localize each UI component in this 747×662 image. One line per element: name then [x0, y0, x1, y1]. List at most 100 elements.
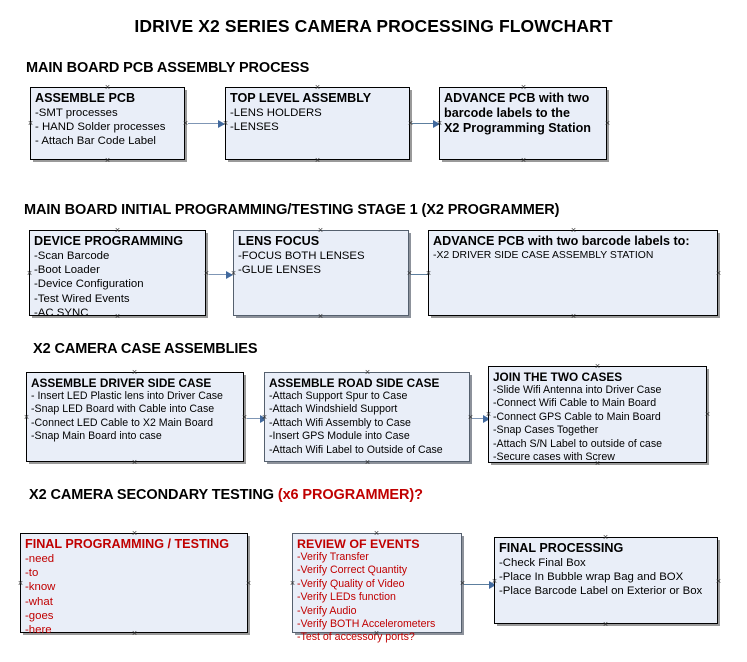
node-line: -here [25, 624, 52, 637]
node-final-programming-testing[interactable]: FINAL PROGRAMMING / TESTING -need -to -k… [20, 533, 248, 636]
resize-handle-left[interactable] [261, 414, 268, 421]
resize-handle-bottom[interactable] [364, 459, 371, 466]
resize-handle-bottom[interactable] [131, 459, 138, 466]
resize-handle-left[interactable] [436, 120, 443, 127]
resize-handle-left[interactable] [485, 411, 492, 418]
resize-handle-top[interactable] [104, 84, 111, 91]
resize-handle-right[interactable] [467, 414, 474, 421]
resize-handle-right[interactable] [406, 270, 413, 277]
resize-handle-top[interactable] [114, 227, 121, 234]
resize-handle-right[interactable] [604, 120, 611, 127]
resize-handle-bottom[interactable] [570, 313, 577, 320]
node-line: -Verify Audio [297, 604, 357, 617]
node-line: -Verify Correct Quantity [297, 564, 408, 577]
node-line: -what [25, 595, 53, 608]
node-line: -Connect LED Cable to X2 Main Board [31, 416, 213, 429]
resize-handle-left[interactable] [17, 580, 24, 587]
resize-handle-bottom[interactable] [520, 157, 527, 164]
resize-handle-top[interactable] [317, 227, 324, 234]
resize-handle-left[interactable] [26, 270, 33, 277]
node-final-processing[interactable]: FINAL PROCESSING -Check Final Box -Place… [494, 537, 718, 624]
node-line: -Boot Loader [34, 264, 100, 277]
resize-handle-bottom[interactable] [131, 630, 138, 637]
node-line: - Insert LED Plastic lens into Driver Ca… [31, 390, 223, 402]
resize-handle-top[interactable] [373, 530, 380, 537]
node-title: FINAL PROGRAMMING / TESTING [25, 537, 230, 551]
resize-handle-right[interactable] [241, 414, 248, 421]
node-line: -Snap Cases Together [493, 424, 599, 437]
node-line: -Attach Windshield Support [269, 403, 398, 416]
resize-handle-bottom[interactable] [602, 621, 609, 628]
node-title: LENS FOCUS [238, 234, 320, 248]
connector-assemble-pcb-to-top-level-assembly [188, 118, 225, 129]
page-title: IDRIVE X2 SERIES CAMERA PROCESSING FLOWC… [134, 16, 613, 36]
section-heading-text: X2 CAMERA CASE ASSEMBLIES [33, 341, 258, 357]
node-line: -LENS HOLDERS [230, 107, 322, 119]
resize-handle-left[interactable] [425, 270, 432, 277]
node-line: - HAND Solder processes [35, 121, 166, 134]
node-line: -to [25, 567, 39, 580]
node-line-overflow: -Test of accessory ports? [297, 631, 415, 644]
node-assemble-pcb[interactable]: ASSEMBLE PCB -SMT processes - HAND Solde… [30, 87, 185, 160]
node-join-the-two-cases[interactable]: JOIN THE TWO CASES -Slide Wifi Antenna i… [488, 366, 707, 463]
node-lens-focus[interactable]: LENS FOCUS -FOCUS BOTH LENSES -GLUE LENS… [233, 230, 409, 316]
resize-handle-right[interactable] [203, 270, 210, 277]
resize-handle-bottom[interactable] [114, 313, 121, 320]
resize-handle-right[interactable] [715, 270, 722, 277]
resize-handle-bottom[interactable] [104, 157, 111, 164]
node-line: -Verify Transfer [297, 551, 369, 563]
node-assemble-road-side-case[interactable]: ASSEMBLE ROAD SIDE CASE -Attach Support … [264, 372, 470, 462]
resize-handle-top[interactable] [131, 530, 138, 537]
resize-handle-right[interactable] [407, 120, 414, 127]
resize-handle-bottom[interactable] [373, 630, 380, 637]
node-line: -Connect Wifi Cable to Main Board [493, 397, 657, 410]
resize-handle-top[interactable] [570, 227, 577, 234]
node-line: -know [25, 581, 56, 594]
resize-handle-right[interactable] [245, 580, 252, 587]
resize-handle-left[interactable] [23, 414, 30, 421]
resize-handle-top[interactable] [314, 84, 321, 91]
section-heading-accent: (x6 PROGRAMMER)? [277, 487, 423, 503]
section-heading-x2-camera-case-assemblies: X2 CAMERA CASE ASSEMBLIES [33, 341, 258, 357]
resize-handle-left[interactable] [230, 270, 237, 277]
node-line: -Insert GPS Module into Case [269, 430, 410, 443]
node-line: -Verify LEDs function [297, 591, 396, 604]
node-title: FINAL PROCESSING [499, 541, 624, 555]
node-line: -Attach Wifi Assembly to Case [269, 416, 411, 429]
node-line: -GLUE LENSES [238, 264, 321, 277]
resize-handle-right[interactable] [715, 578, 722, 585]
node-title: ADVANCE PCB with two barcode labels to: [433, 234, 690, 248]
node-line: -Secure cases with Screw [493, 451, 615, 464]
node-line: -AC SYNC [34, 306, 89, 319]
node-line: -Attach S/N Label to outside of case [493, 437, 663, 450]
node-line: -Scan Barcode [34, 250, 110, 262]
resize-handle-bottom[interactable] [594, 460, 601, 467]
node-line: -goes [25, 609, 54, 622]
node-assemble-driver-side-case[interactable]: ASSEMBLE DRIVER SIDE CASE - Insert LED P… [26, 372, 244, 462]
resize-handle-left[interactable] [222, 120, 229, 127]
resize-handle-right[interactable] [182, 120, 189, 127]
section-heading-text: X2 CAMERA SECONDARY TESTING [29, 487, 278, 503]
resize-handle-top[interactable] [364, 369, 371, 376]
node-review-of-events[interactable]: REVIEW OF EVENTS -Verify Transfer -Verif… [292, 533, 462, 643]
resize-handle-bottom[interactable] [317, 313, 324, 320]
node-advance-pcb-to-driver-side-case-assembly[interactable]: ADVANCE PCB with two barcode labels to: … [428, 230, 718, 316]
resize-handle-top[interactable] [131, 369, 138, 376]
resize-handle-left[interactable] [491, 578, 498, 585]
resize-handle-left[interactable] [27, 120, 34, 127]
resize-handle-bottom[interactable] [314, 157, 321, 164]
resize-handle-top[interactable] [602, 534, 609, 541]
node-line: -Connect GPS Cable to Main Board [493, 410, 661, 423]
node-top-level-assembly[interactable]: TOP LEVEL ASSEMBLY -LENS HOLDERS -LENSES [225, 87, 410, 160]
node-line: -Verify BOTH Accelerometers [297, 618, 436, 631]
section-heading-x2-camera-secondary-testing: X2 CAMERA SECONDARY TESTING (x6 PROGRAMM… [29, 487, 423, 503]
resize-handle-right[interactable] [459, 580, 466, 587]
resize-handle-left[interactable] [289, 580, 296, 587]
node-device-programming[interactable]: DEVICE PROGRAMMING -Scan Barcode -Boot L… [29, 230, 206, 319]
node-line: -Place In Bubble wrap Bag and BOX [499, 571, 684, 584]
resize-handle-top[interactable] [594, 363, 601, 370]
node-advance-pcb-to-x2-programming-station[interactable]: ADVANCE PCB with two barcode labels to t… [439, 87, 607, 160]
resize-handle-right[interactable] [704, 411, 711, 418]
resize-handle-top[interactable] [520, 84, 527, 91]
